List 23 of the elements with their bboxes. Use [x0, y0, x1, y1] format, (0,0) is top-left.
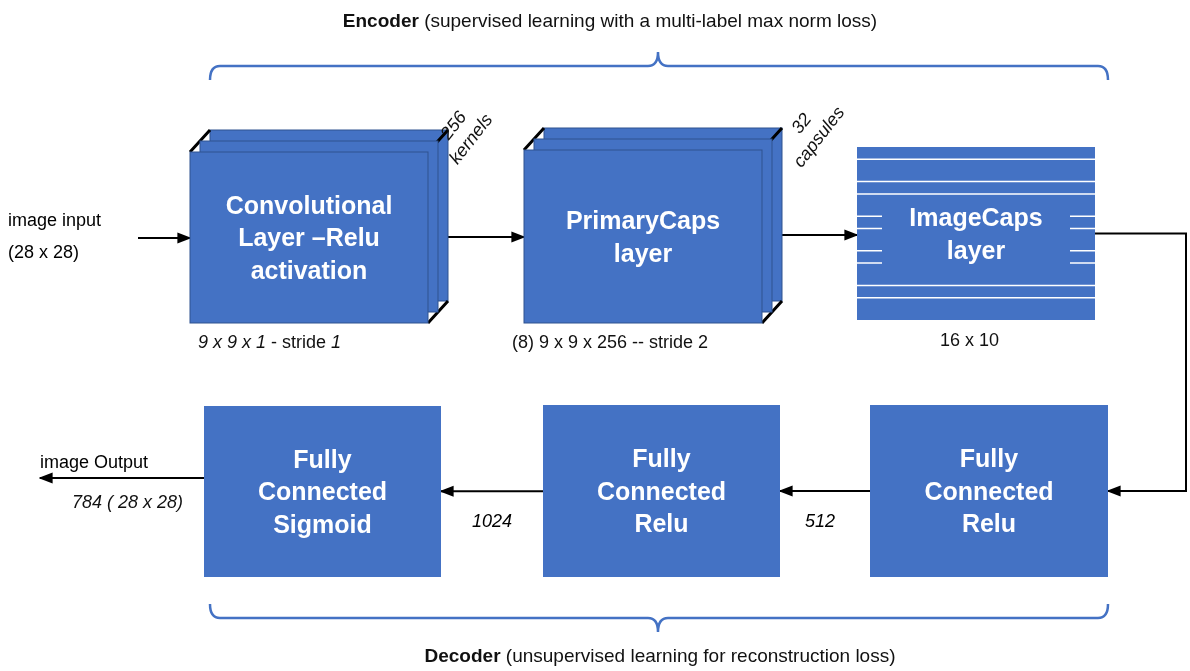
layer-name: PrimaryCaps layer [564, 205, 722, 269]
io-label-text: image input (28 x 28) [8, 209, 103, 264]
layer-block [524, 128, 782, 323]
dimension-note: (8) 9 x 9 x 256 -- stride 2 [512, 332, 709, 353]
dimension-note: 784 ( 28 x 28) [72, 492, 184, 513]
arrow [781, 229, 859, 241]
dimension-note: 16 x 10 [940, 330, 1000, 351]
layer-box [543, 405, 780, 577]
capsule-block [857, 147, 1095, 320]
arrow [38, 472, 205, 484]
layer-name: Fully Connected Relu [595, 443, 728, 540]
layer-box [870, 405, 1108, 577]
layer-name: Fully Connected Sigmoid [256, 443, 389, 540]
layer-name: Fully Connected Relu [923, 443, 1055, 540]
section-caption: Decoder (unsupervised learning for reconstruction loss) [424, 645, 896, 667]
dimension-note: 9 x 9 x 1 - stride 1 [198, 332, 342, 353]
arrow [137, 232, 192, 244]
layer-box [204, 406, 441, 577]
arrow [1094, 232, 1187, 497]
arrow [447, 231, 526, 243]
io-label-text: image Output [40, 451, 149, 474]
section-caption: Encoder (supervised learning with a multi-label max norm loss) [342, 10, 878, 32]
layer-name: Convolutional Layer –Relu activation [224, 189, 394, 286]
